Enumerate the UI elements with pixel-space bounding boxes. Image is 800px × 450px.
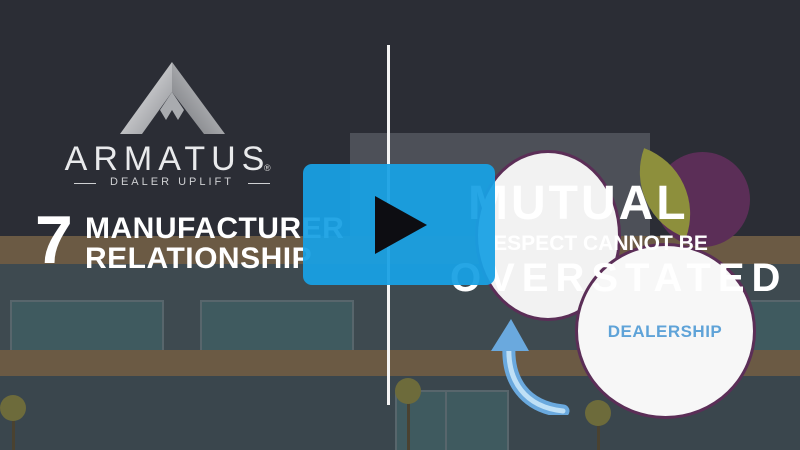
- dealership-circle: [575, 243, 756, 419]
- headline-line2: RESPECT CANNOT BE: [478, 232, 708, 255]
- registered-mark: ®: [264, 163, 271, 173]
- tree-icon: [585, 400, 611, 426]
- cycle-arrow-icon: [491, 319, 570, 415]
- background-window: [10, 300, 164, 354]
- play-icon: [375, 196, 427, 254]
- tree-trunk: [407, 400, 410, 450]
- chapter-number: 7: [35, 202, 73, 278]
- armatus-logo-icon: [120, 62, 225, 134]
- tree-icon: [0, 395, 26, 421]
- chapter-title-line1: MANUFACTURER: [85, 212, 345, 245]
- tagline-rule: [248, 183, 270, 184]
- headline-line3: OVERSTATED: [450, 256, 788, 300]
- background-window: [200, 300, 354, 354]
- tree-trunk: [12, 415, 15, 450]
- tagline-rule: [74, 183, 96, 184]
- dealership-label: DEALERSHIP: [607, 322, 723, 341]
- tree-trunk: [597, 420, 600, 450]
- brand-tagline: DEALER UPLIFT: [110, 176, 234, 188]
- brand-tagline-group: DEALER UPLIFT: [74, 176, 270, 190]
- tree-icon: [395, 378, 421, 404]
- play-button[interactable]: [303, 164, 495, 285]
- chapter-title-line2: RELATIONSHIP: [85, 242, 313, 275]
- background-door: [445, 390, 509, 450]
- headline-line1: MUTUAL: [468, 177, 689, 230]
- brand-name: ARMATUS: [64, 140, 271, 178]
